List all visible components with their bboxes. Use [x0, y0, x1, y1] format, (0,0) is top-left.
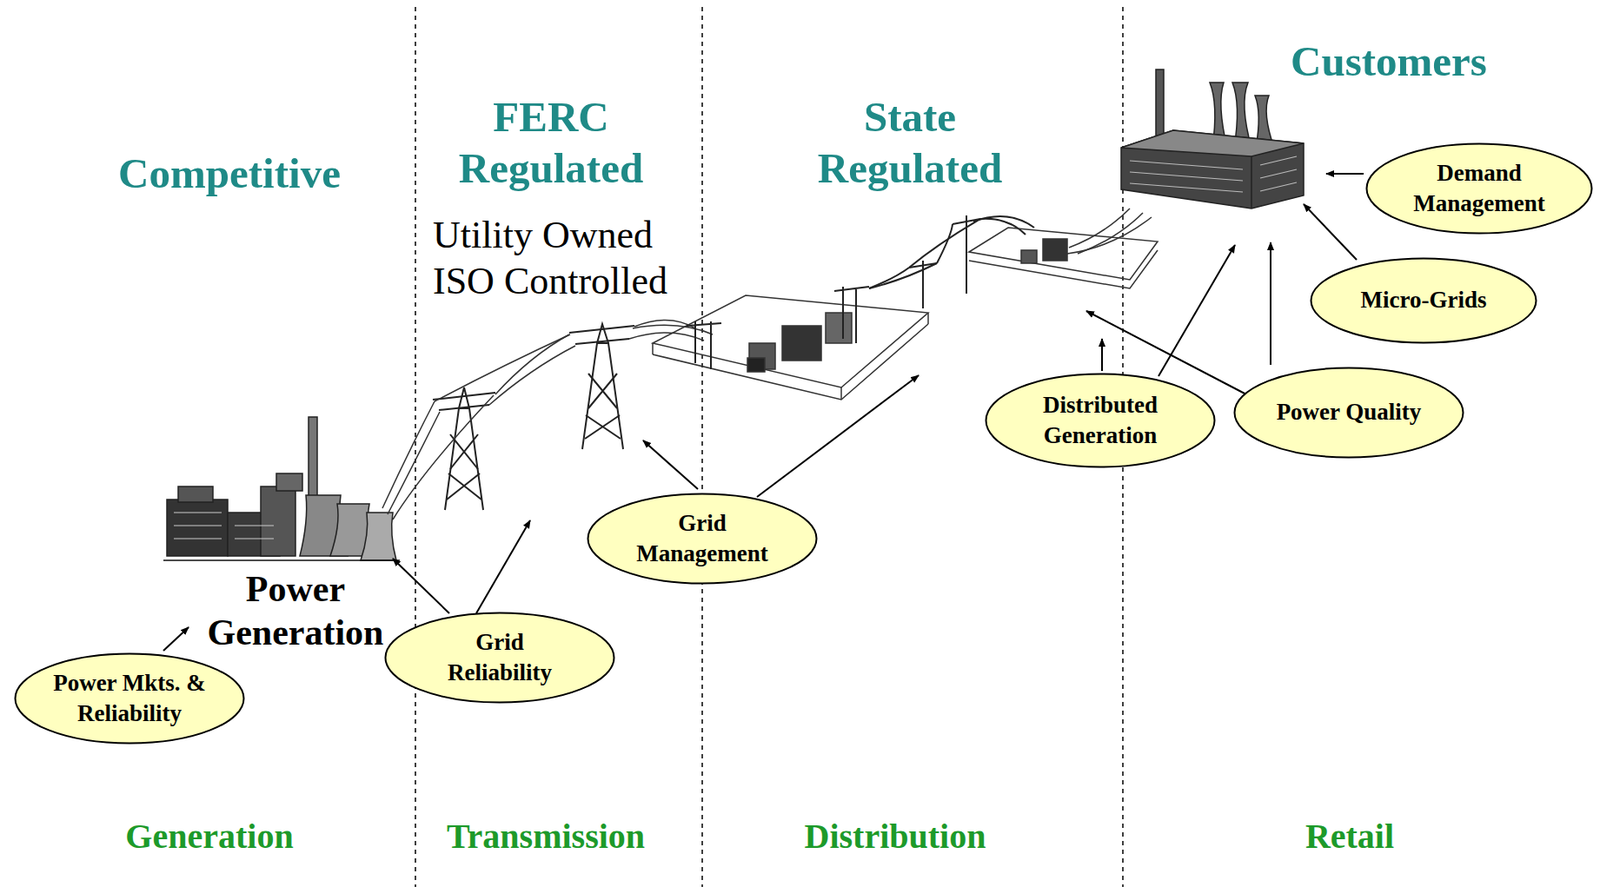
- column-heading: State Regulated: [788, 92, 1032, 195]
- ellipse-shape: [1234, 368, 1464, 459]
- ellipse-shape: [1367, 144, 1593, 234]
- topic-ellipse: Grid Reliability: [384, 611, 616, 704]
- segment-name: Distribution: [804, 816, 987, 858]
- topic-text: Grid Reliability: [425, 627, 574, 689]
- power-line: [382, 319, 713, 520]
- topic-text: Micro-Grids: [1336, 285, 1511, 316]
- topic-ellipse: Grid Management: [586, 492, 818, 585]
- topic-text: Demand Management: [1396, 158, 1562, 220]
- factory: [1121, 69, 1304, 209]
- customer-substation: [969, 208, 1158, 289]
- substation: [652, 286, 929, 400]
- ellipse-shape: [986, 374, 1215, 468]
- topic-ellipse: Power Mkts. & Reliability: [13, 652, 246, 745]
- topic-ellipse: Power Quality: [1233, 366, 1465, 459]
- plant-name: Power Generation: [182, 567, 409, 656]
- ellipse-shape: [385, 613, 615, 704]
- ellipse-outline: [586, 492, 818, 585]
- column-heading: Competitive: [118, 148, 341, 200]
- topic-text: Grid Management: [619, 508, 785, 570]
- topic-ellipse: Demand Management: [1365, 142, 1594, 235]
- topic-ellipse: Micro-Grids: [1309, 257, 1538, 345]
- ellipse-outline: [984, 372, 1216, 469]
- column-heading: Customers: [1290, 36, 1488, 88]
- ellipse-outline: [13, 652, 246, 745]
- topic-text: Power Quality: [1274, 397, 1423, 428]
- ellipse-shape: [588, 494, 817, 585]
- segment-name: Transmission: [446, 816, 645, 858]
- ellipse-outline: [384, 611, 616, 704]
- ownership-note: Utility Owned ISO Controlled: [432, 212, 694, 306]
- power-plant: [163, 417, 400, 561]
- topic-ellipse: Distributed Generation: [984, 372, 1216, 469]
- topic-text: Distributed Generation: [1026, 390, 1175, 452]
- column-heading: FERC Regulated: [446, 92, 656, 195]
- ellipse-outline: [1365, 142, 1594, 235]
- topic-text: Power Mkts. & Reliability: [42, 668, 217, 730]
- transmission-tower: [432, 324, 635, 511]
- segment-name: Retail: [1305, 816, 1395, 858]
- ellipse-shape: [1311, 258, 1537, 344]
- distribution-pole: [869, 215, 1035, 309]
- ellipse-shape: [15, 654, 245, 744]
- segment-name: Generation: [125, 816, 293, 858]
